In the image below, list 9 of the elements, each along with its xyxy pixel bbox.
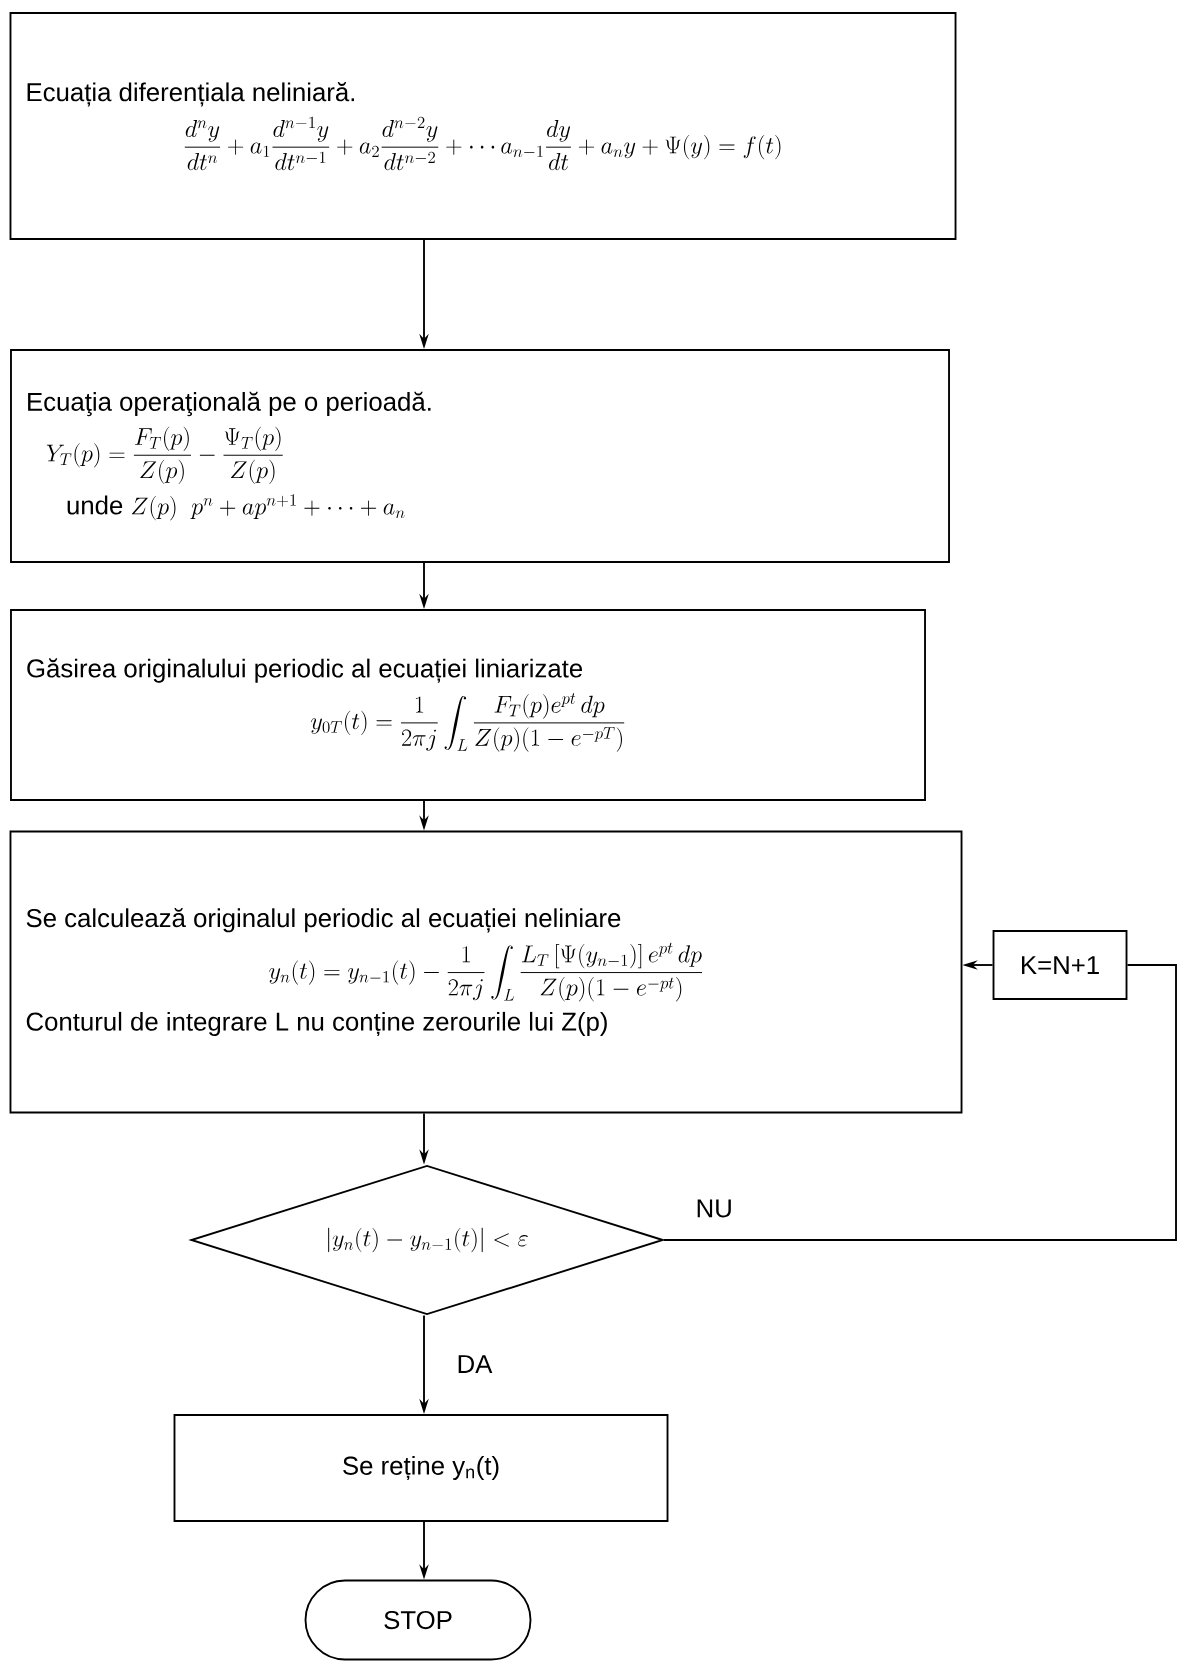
process-box: Găsirea originalului periodic al ecuației liniarizate $y_{0T}(t)=\frac{1}{2\pi j}\int_L\frac{F_T(p)e^{pt}\,dp}{Z(p)(1-e^{-pT})}$	[10, 609, 926, 801]
process-box: Ecuația diferențiala neliniară. $\frac{d^n y}{dt^n}+a_1\frac{d^{n-1}y}{dt^{n-1}}+a_2\frac{d^{n-2}y}{dt^{n-2}}+\cdots a_{n-1}\frac{dy}{dt}+a_n y+\Psi(y)=f(t)$	[9, 12, 957, 240]
terminal-box: STOP	[304, 1579, 532, 1661]
process-box: K=N+1	[992, 930, 1128, 1000]
process-box: Se calculează originalul periodic al ecuației neliniare $y_n(t)=y_{n-1}(t)-\frac{1}{2\pi j}\int_L\frac{L_T\left[\Psi(y_{n-1})\right]e^{pt}\,dp}{Z(p)(1-e^{-pt})}$ Conturul de integrare L nu conține zerourile lui Z(p)	[9, 830, 963, 1114]
process-box: Se reține y$_{n}$(t)	[173, 1414, 669, 1522]
process-box: Ecuaţia operaţională pe o perioadă. $Y_T(p)=\frac{F_T(p)}{Z(p)}-\frac{\Psi_T(p)}{Z(p)}$ $\text{unde }Z(p)\;\;p^{n}+ap^{n+1}+\dots+a_n$	[10, 349, 950, 563]
edge-label: NU	[693, 1197, 736, 1220]
edge-label: DA	[454, 1352, 495, 1376]
